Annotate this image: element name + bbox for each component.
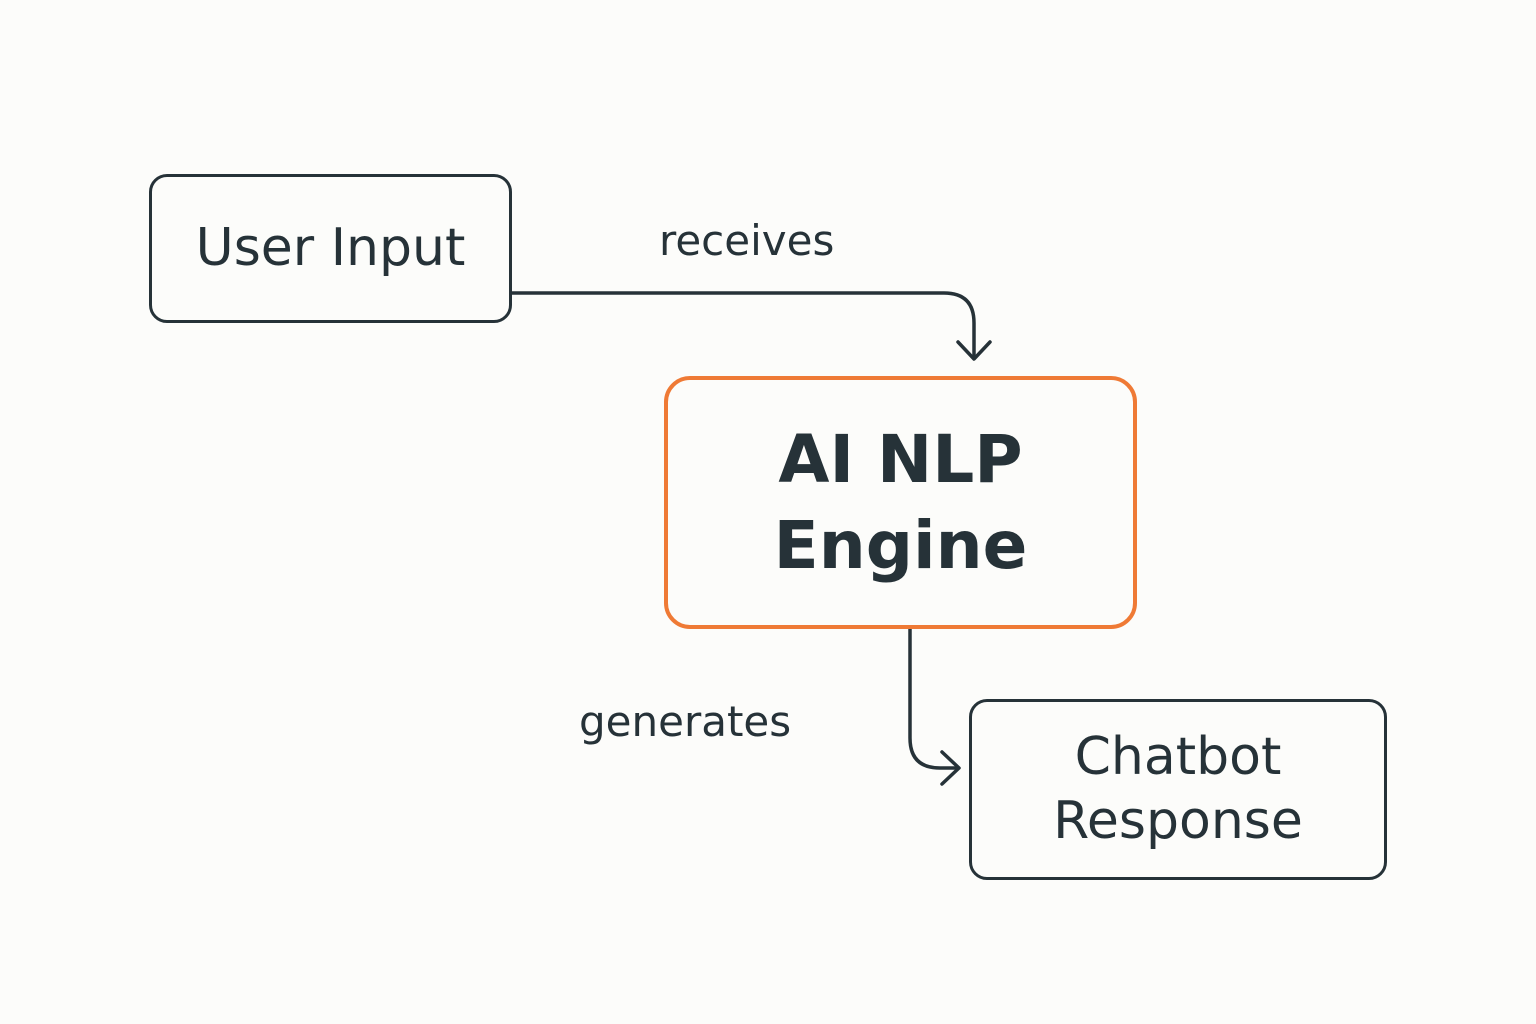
node-engine-line2: Engine <box>773 506 1028 584</box>
edge-receives-line <box>510 291 976 358</box>
edge-generates-arrowhead <box>940 750 961 786</box>
node-user-input: User Input <box>149 174 512 323</box>
node-user-input-label: User Input <box>195 218 466 279</box>
node-response-line2: Response <box>1053 790 1303 851</box>
edge-generates-line <box>908 627 960 770</box>
edge-label-generates: generates <box>579 697 792 746</box>
edge-label-receives: receives <box>659 216 835 265</box>
node-response-line1: Chatbot <box>1074 727 1282 788</box>
node-chatbot-response: Chatbot Response <box>969 699 1387 880</box>
edge-receives-arrowhead <box>956 340 992 361</box>
node-ai-nlp-engine: AI NLP Engine <box>664 376 1137 629</box>
node-engine-line1: AI NLP <box>778 420 1023 498</box>
